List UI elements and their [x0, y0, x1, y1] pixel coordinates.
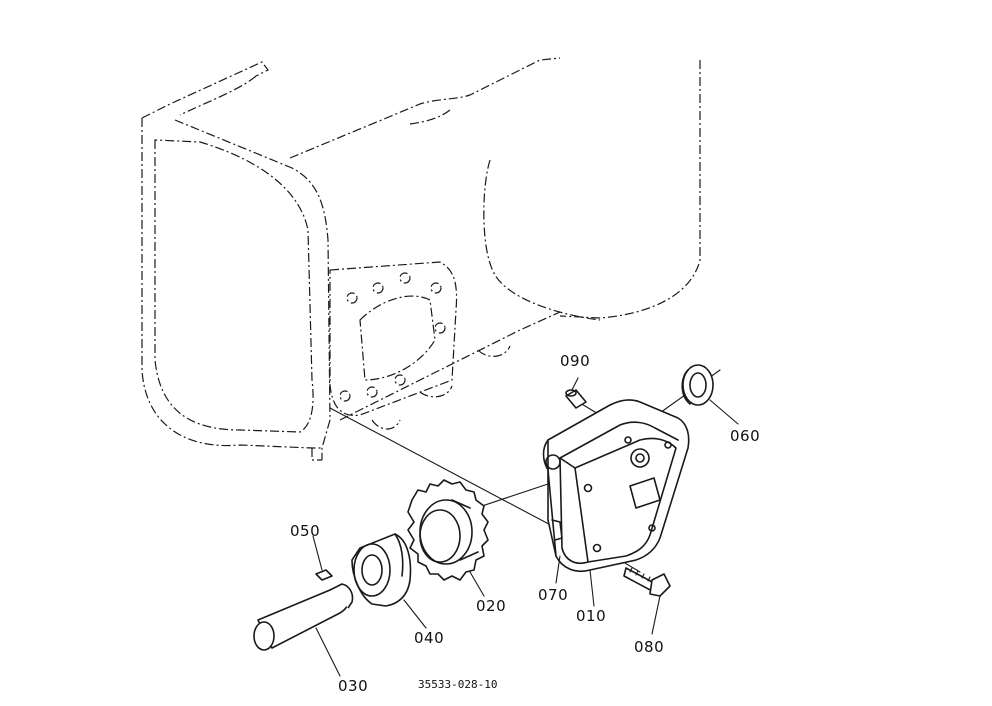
part-label-040: 040: [414, 629, 444, 647]
key-050: [315, 569, 333, 581]
part-labels: 090 060 050 020 070 010 040 080 030 3553…: [290, 352, 760, 695]
part-label-010: 010: [576, 607, 606, 625]
part-label-060: 060: [730, 427, 760, 445]
drawing-code: 35533-028-10: [418, 678, 497, 691]
part-label-070: 070: [538, 586, 568, 604]
part-label-090: 090: [560, 352, 590, 370]
part-label-080: 080: [634, 638, 664, 656]
bolt-080: [623, 567, 671, 597]
collar-040: [351, 533, 412, 607]
gear-020: [407, 479, 489, 581]
housing-outline: [141, 57, 701, 461]
part-label-030: 030: [338, 677, 368, 695]
part-label-050: 050: [290, 522, 320, 540]
leader-lines: [312, 377, 739, 677]
shaft-030: [253, 583, 354, 651]
pin-090: [565, 389, 587, 409]
oil-seal-060: [681, 364, 714, 406]
part-label-020: 020: [476, 597, 506, 615]
pump-cover-010: [542, 399, 690, 572]
